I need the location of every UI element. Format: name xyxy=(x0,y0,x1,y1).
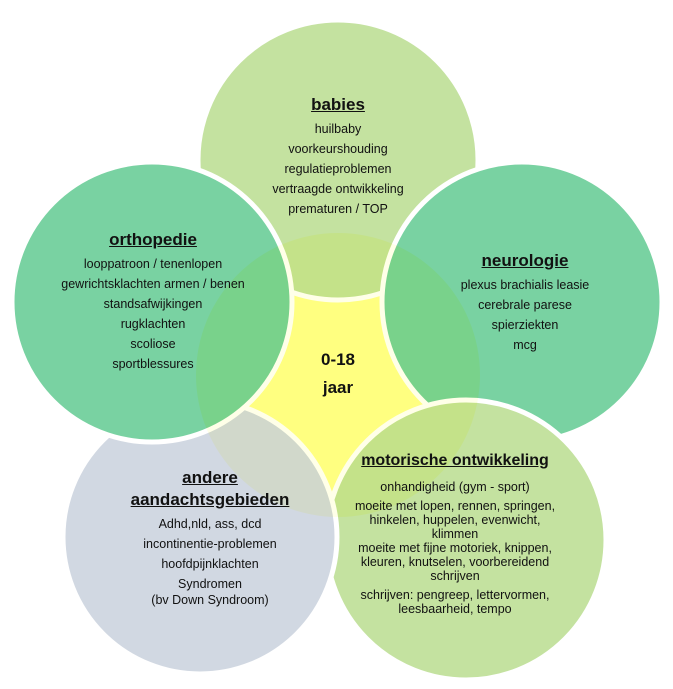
list-item: gewrichtsklachten armen / benen xyxy=(61,277,245,291)
list-item: prematuren / TOP xyxy=(288,202,388,216)
center-line2: jaar xyxy=(322,378,354,397)
center-line1: 0-18 xyxy=(320,350,356,369)
list-item: huilbaby xyxy=(314,122,362,136)
list-item: mcg xyxy=(513,338,537,352)
babies-block: babies huilbaby voorkeurshouding regulat… xyxy=(238,94,438,219)
motorische-title: motorische ontwikkeling xyxy=(361,452,549,469)
list-item: standsafwijkingen xyxy=(103,297,203,311)
list-item: schrijven: pengreep, lettervormen, leesb… xyxy=(360,588,550,616)
list-item: Adhd,nld, ass, dcd xyxy=(158,517,262,531)
list-item: plexus brachialis leasie xyxy=(460,278,590,292)
andere-title-1: andere xyxy=(182,468,238,487)
list-item: hoofdpijnklachten xyxy=(161,557,259,571)
list-item: moeite met fijne motoriek, knippen, kleu… xyxy=(358,541,552,583)
list-item: scoliose xyxy=(130,337,176,351)
list-item: incontinentie-problemen xyxy=(143,537,277,551)
list-item: Syndromen xyxy=(178,577,242,591)
list-item: regulatieproblemen xyxy=(284,162,392,176)
list-item: (bv Down Syndroom) xyxy=(151,593,269,607)
list-item: vertraagde ontwikkeling xyxy=(272,182,404,196)
list-item: onhandigheid (gym - sport) xyxy=(380,480,530,494)
list-item: cerebrale parese xyxy=(478,298,572,312)
list-item: spierziekten xyxy=(491,318,559,332)
andere-block: andere aandachtsgebieden Adhd,nld, ass, … xyxy=(110,467,310,606)
list-item: rugklachten xyxy=(120,317,186,331)
orthopedie-title: orthopedie xyxy=(109,230,197,249)
orthopedie-circle xyxy=(9,159,295,445)
motorische-block: motorische ontwikkeling onhandigheid (gy… xyxy=(350,450,560,616)
list-item: sportblessures xyxy=(112,357,194,371)
andere-title-2: aandachtsgebieden xyxy=(130,490,290,509)
orthopedie-block: orthopedie looppatroon / tenenlopen gewr… xyxy=(43,229,263,374)
list-item: looppatroon / tenenlopen xyxy=(83,257,223,271)
neurologie-block: neurologie plexus brachialis leasie cere… xyxy=(430,250,620,355)
center-label: 0-18 jaar xyxy=(298,346,378,402)
neurologie-title: neurologie xyxy=(481,251,569,270)
list-item: voorkeurshouding xyxy=(288,142,388,156)
babies-title: babies xyxy=(311,95,365,114)
list-item: moeite met lopen, rennen, springen, hink… xyxy=(354,499,556,541)
